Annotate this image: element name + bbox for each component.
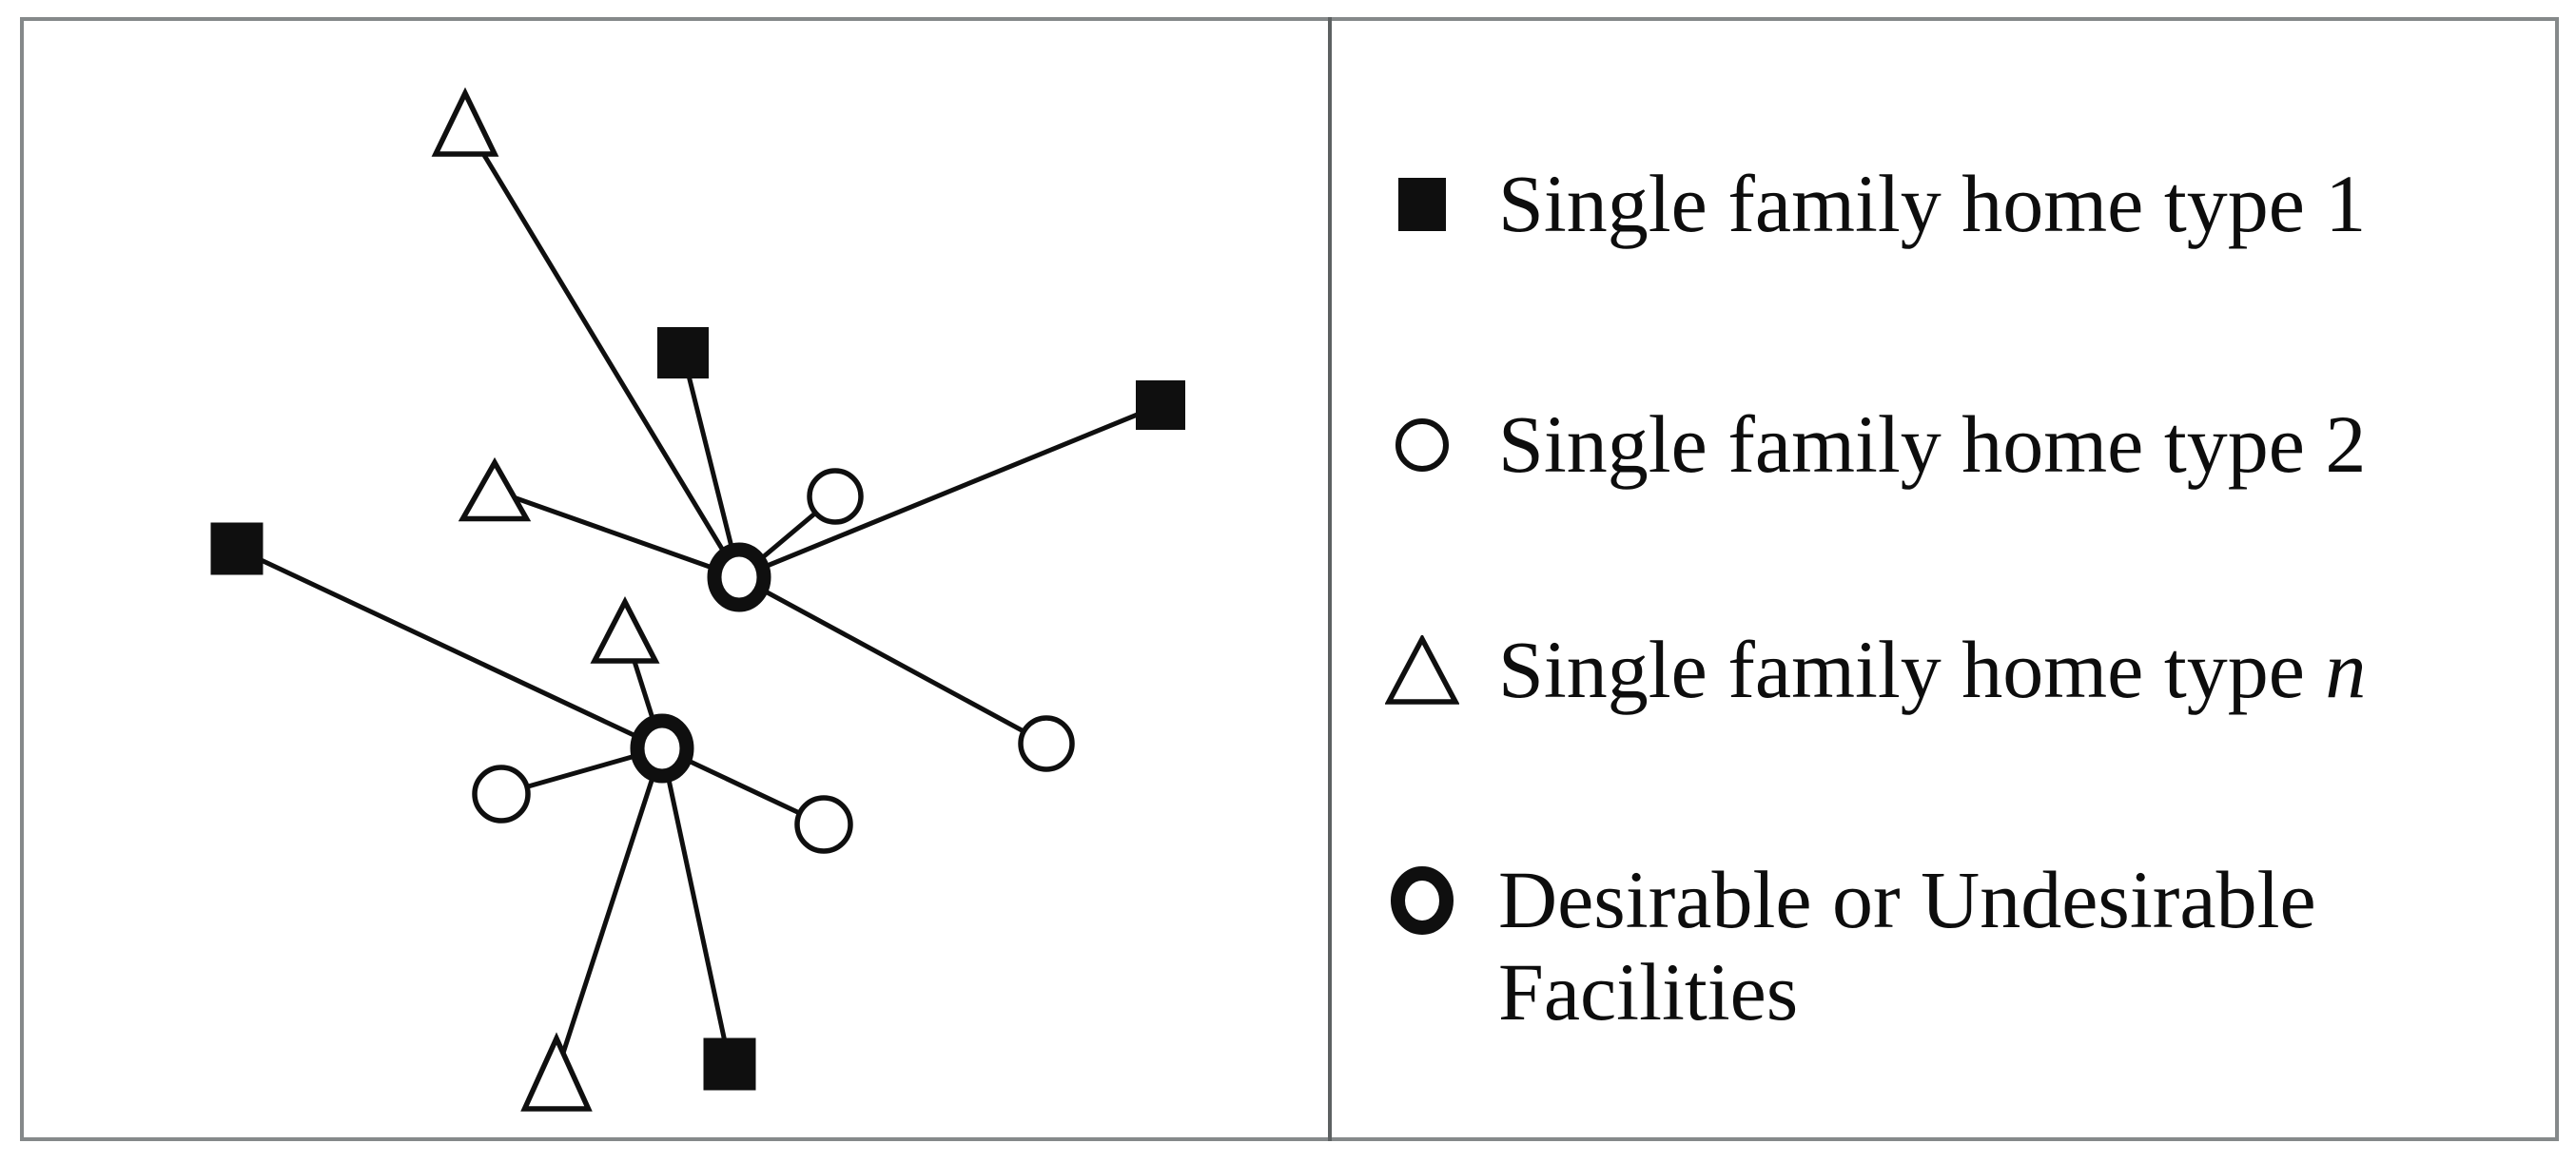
figure-outer-border	[20, 17, 2559, 1141]
node-circle-left-of-facility-2	[472, 765, 531, 824]
node-square-left	[210, 522, 263, 575]
node-square-right	[1136, 380, 1185, 430]
legend-item-home-type-1: Single family home type 1	[1360, 158, 2366, 250]
edge-facility-1-to-square-right	[738, 402, 1161, 580]
legend-label-text: Single family home type	[1498, 624, 2326, 715]
edge-facility-2-to-square-bottom	[659, 747, 732, 1065]
legend-label-text: Single family home type 2	[1498, 398, 2367, 490]
open-triangle-icon	[1360, 634, 1484, 706]
legend-label: Single family home type n	[1498, 624, 2366, 716]
edge-facility-1-to-triangle-mid-left	[494, 488, 740, 580]
panel-divider	[1328, 17, 1332, 1141]
node-triangle-bottom	[520, 1032, 593, 1112]
legend-label: Single family home type 2	[1498, 398, 2366, 491]
node-facility-2	[630, 713, 694, 784]
legend-item-home-type-2: Single family home type 2	[1360, 398, 2366, 491]
node-circle-far-right	[1018, 715, 1075, 772]
node-triangle-mid-left	[458, 456, 532, 522]
filled-square-icon	[1360, 177, 1484, 232]
edge-facility-2-to-square-left	[235, 546, 664, 751]
bold-circle-icon	[1360, 864, 1484, 937]
node-triangle-top	[431, 87, 499, 157]
legend-label-text: Desirable or Undesirable	[1498, 854, 2316, 945]
legend-label-text-line2: Facilities	[1498, 946, 1799, 1037]
edge-facility-2-to-triangle-bottom	[554, 747, 665, 1075]
edge-facility-1-to-triangle-top	[462, 122, 742, 579]
node-facility-1	[707, 542, 771, 612]
legend-item-home-type-n: Single family home type n	[1360, 624, 2366, 716]
node-square-top	[657, 327, 709, 378]
node-circle-near-facility-1	[807, 468, 864, 525]
node-circle-right-of-facility-2	[794, 795, 853, 854]
edge-facility-1-to-square-top	[680, 352, 742, 578]
edge-facility-1-to-circle-far-right	[737, 574, 1048, 746]
node-square-bottom	[703, 1037, 756, 1091]
legend-label: Single family home type 1	[1498, 158, 2366, 250]
legend-label-italic: n	[2325, 624, 2367, 715]
open-circle-icon	[1360, 416, 1484, 475]
legend-label-text: Single family home type 1	[1498, 158, 2367, 249]
node-triangle-above-facility-2	[590, 596, 660, 664]
